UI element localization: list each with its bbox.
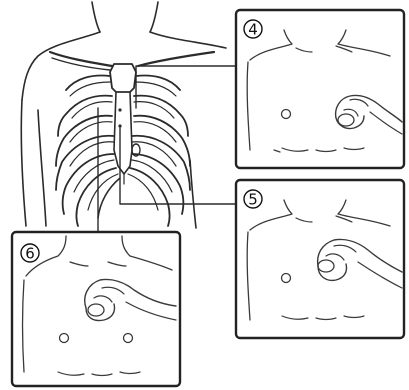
panel-6: 6 xyxy=(12,232,180,386)
leader-lines xyxy=(98,66,236,232)
panel-4-number: 4 xyxy=(248,21,258,39)
leader-line-4 xyxy=(136,66,236,108)
panel-4: 4 xyxy=(236,10,404,168)
leader-line-5 xyxy=(120,128,236,204)
panel-5: 5 xyxy=(236,180,404,338)
panel-5-number: 5 xyxy=(248,191,258,209)
panel-6-number: 6 xyxy=(25,245,35,263)
torso-with-rib-cage xyxy=(21,2,226,228)
auscultation-point xyxy=(118,108,121,111)
auscultation-point xyxy=(118,124,121,127)
